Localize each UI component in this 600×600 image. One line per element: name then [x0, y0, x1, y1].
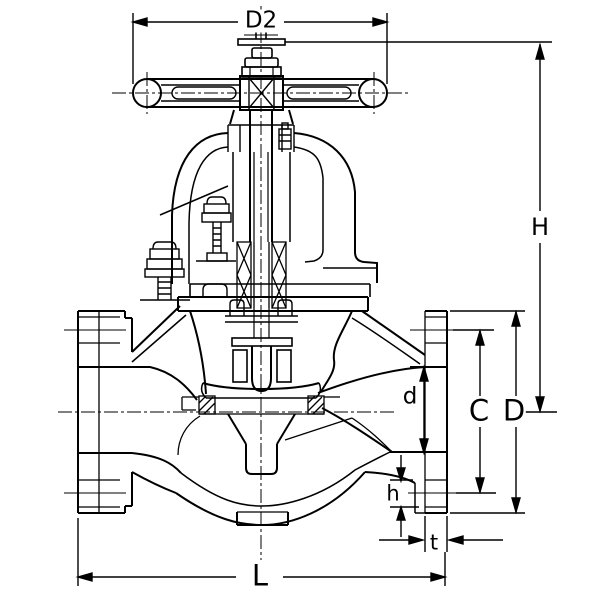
drain-boss: [236, 511, 289, 526]
dim-label-bolt-hole: h: [385, 481, 401, 506]
gland-stud-icon: [278, 122, 292, 150]
dim-label-height: H: [529, 213, 551, 241]
bonnet-stud-upper-icon: [196, 196, 236, 262]
bolt-hole-ticks: [64, 329, 458, 494]
bonnet-stud-lower-icon: [140, 241, 190, 301]
dim-label-bolt-circle: C: [467, 393, 491, 428]
dim-label-bore: d: [401, 383, 419, 410]
dim-label-d2: D2: [243, 7, 279, 34]
dim-label-thickness: t: [428, 530, 440, 555]
dim-label-length: L: [250, 558, 270, 593]
packing-hatch: [236, 241, 287, 309]
valve-body: [77, 305, 448, 527]
stem-nut-stack: [237, 31, 286, 78]
dim-label-flange-od: D: [501, 393, 527, 428]
dimension-lines: [75, 13, 557, 586]
disc: [177, 382, 393, 475]
stem-lower: [231, 308, 293, 393]
handwheel: [132, 75, 388, 111]
yoke-bonnet: [140, 109, 378, 323]
left-flange: [77, 305, 187, 514]
